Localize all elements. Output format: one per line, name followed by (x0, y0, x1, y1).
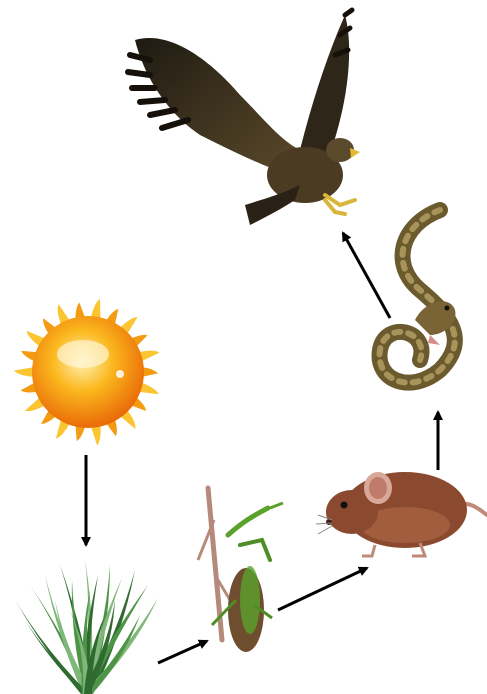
mouse-icon (316, 472, 487, 556)
arrow-snake-to-eagle (343, 233, 390, 318)
arrow-grass-to-mantis (158, 641, 207, 663)
sun-ray (14, 367, 34, 377)
sun-icon (14, 299, 159, 445)
mantis-icon (198, 488, 283, 652)
grass-icon (15, 560, 158, 694)
eagle-icon (128, 10, 360, 225)
snake-icon (380, 210, 456, 383)
sun-ray (142, 367, 158, 377)
arrow-mantis-to-mouse (278, 568, 367, 610)
